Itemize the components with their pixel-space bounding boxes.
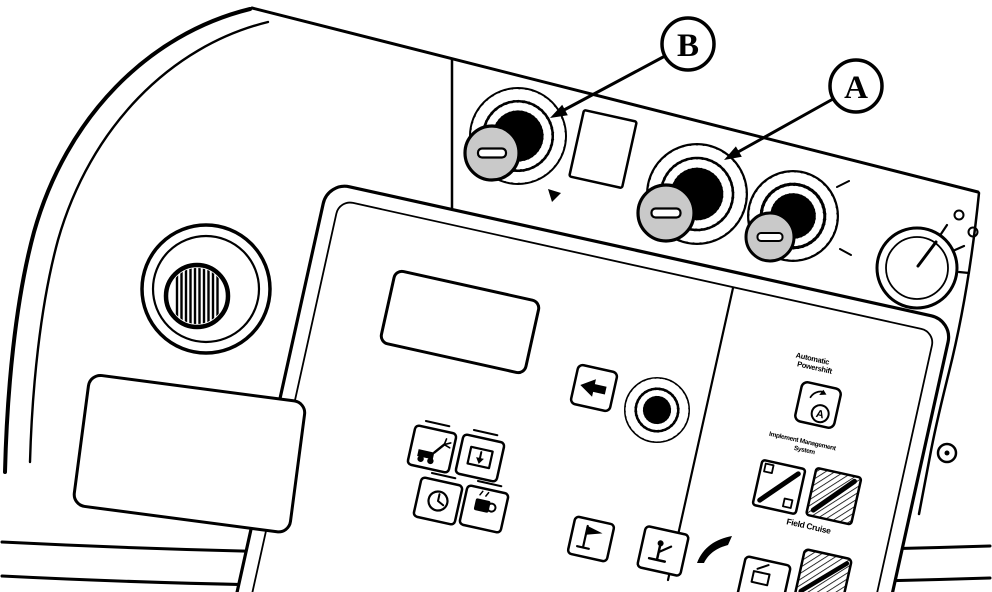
callout-b-label: B xyxy=(677,28,699,64)
slash-toggle-button-left xyxy=(751,459,807,515)
container-arrow-icon xyxy=(466,445,494,470)
cup-icon xyxy=(473,490,497,513)
slash-toggle-button-right xyxy=(805,467,863,526)
check-swoosh-icon xyxy=(697,536,732,563)
micro-text-mark xyxy=(472,429,499,437)
flag-icon xyxy=(576,524,603,550)
encoder-knob-icon xyxy=(624,377,690,443)
callout-b-arrowhead-icon xyxy=(550,104,568,118)
pointer-mark xyxy=(548,189,561,202)
callout-a: A xyxy=(724,58,884,160)
icon-button-partial-left xyxy=(735,555,792,592)
left-blank-panel xyxy=(72,373,307,534)
auto-mode-icon: A xyxy=(809,389,830,424)
micro-text-mark xyxy=(424,420,451,428)
callout-a-leader xyxy=(736,97,835,154)
console-back-edge xyxy=(250,6,980,194)
screw-slot-icon xyxy=(744,211,796,263)
auto-mode-button: A xyxy=(794,381,842,429)
rotary-knob-corner-icon xyxy=(875,223,971,310)
implement-icon xyxy=(417,438,452,465)
callout-a-label: A xyxy=(844,70,868,106)
screw-slot-icon xyxy=(636,183,696,243)
icon-button-hitch xyxy=(636,525,690,577)
micro-text-mark xyxy=(476,480,503,488)
console-left-edge-arcs xyxy=(3,7,270,474)
ims-label-line2: System xyxy=(793,445,816,457)
screw-slot-icon xyxy=(463,124,521,182)
callout-b: B xyxy=(550,16,716,118)
blank-switch-plate xyxy=(568,109,638,189)
icon-button-timer xyxy=(412,472,464,526)
micro-text-mark xyxy=(430,472,457,480)
rotary-knob-b-icon xyxy=(463,87,567,202)
console-right-edge xyxy=(917,191,981,516)
icon-button-cup xyxy=(458,480,510,534)
slash-toggle-icon xyxy=(757,462,801,509)
screw-head-icon xyxy=(967,226,979,238)
display-screen xyxy=(379,269,541,375)
callout-b-leader xyxy=(562,54,667,112)
back-arrow-button xyxy=(569,363,619,413)
setting-tick-marks xyxy=(836,180,852,256)
auto-badge-letter: A xyxy=(815,408,825,421)
icon-button-flag xyxy=(566,515,616,563)
screw-head-icon xyxy=(953,209,965,221)
back-arrow-icon xyxy=(580,379,607,397)
vent-grille-icon xyxy=(140,223,272,355)
callout-b-bubble xyxy=(660,16,716,72)
rotary-knob-a-icon xyxy=(636,143,748,245)
callout-a-arrowhead-icon xyxy=(724,146,742,160)
icon-button-container xyxy=(454,429,506,483)
panel-seam xyxy=(666,286,735,582)
screw-head-icon xyxy=(936,442,958,464)
hitch-icon xyxy=(647,540,673,563)
rotary-knob-aux-icon xyxy=(744,170,852,263)
icon-button-implement xyxy=(406,420,458,474)
callout-a-bubble xyxy=(828,58,884,114)
clock-icon xyxy=(427,490,449,512)
